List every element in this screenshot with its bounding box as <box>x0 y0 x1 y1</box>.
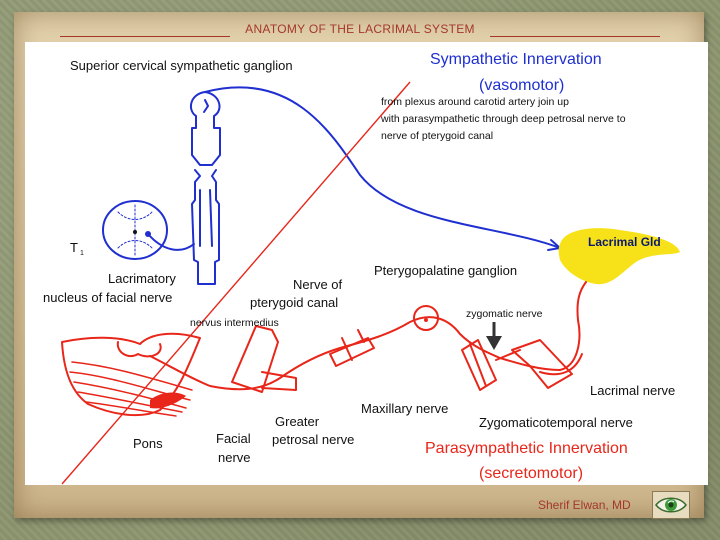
eye-logo-icon <box>652 491 690 519</box>
greater-label-1: Greater <box>275 414 320 429</box>
ganglion-inner-mark <box>203 99 209 113</box>
greater-petrosal-segment <box>261 371 297 391</box>
superior-cervical-ganglion <box>189 91 221 166</box>
maxillary-nerve-segment <box>461 339 497 391</box>
eye-logo-graphic <box>655 497 687 513</box>
sympathetic-trunk <box>191 169 220 285</box>
parasympathetic-subheading: (secretomotor) <box>479 465 583 482</box>
central-canal <box>133 230 137 234</box>
preganglionic-fibre <box>147 233 195 251</box>
sympathetic-subheading: (vasomotor) <box>479 77 564 94</box>
lacrimal-nerve-label: Lacrimal nerve <box>590 383 675 398</box>
sympathetic-note-2: with parasympathetic through deep petros… <box>380 113 626 125</box>
diagram-labels: Superior cervical sympathetic ganglion S… <box>43 51 675 482</box>
sympathetic-note-1: from plexus around carotid artery join u… <box>381 96 569 108</box>
lacrimatory-label-1: Lacrimatory <box>108 271 176 286</box>
ganglion-cell <box>424 318 428 322</box>
nerve-of-label-2: pterygoid canal <box>250 295 338 310</box>
sympathetic-heading: Sympathetic Innervation <box>430 51 602 68</box>
t1-label: T <box>70 240 78 255</box>
spinal-cord-section <box>102 200 168 260</box>
lacrimatory-nucleus <box>116 341 162 358</box>
title-rule-left <box>60 36 230 37</box>
nerve-of-label-1: Nerve of <box>293 277 343 292</box>
pons-fibres <box>69 361 193 417</box>
lacrimal-innervation-diagram: Superior cervical sympathetic ganglion S… <box>43 51 680 485</box>
sympathetic-trunk-detail <box>199 189 213 247</box>
zygomaticotemporal-segment <box>511 339 573 389</box>
pons-label: Pons <box>133 436 163 451</box>
zygomaticotemporal-label: Zygomaticotemporal nerve <box>479 415 633 430</box>
diagonal-overlay-line <box>61 81 411 485</box>
pterygoid-canal-nerve <box>329 329 375 367</box>
parasympathetic-heading: Parasympathetic Innervation <box>425 440 628 457</box>
greater-label-2: petrosal nerve <box>272 432 354 447</box>
zygomatic-pointer-head <box>486 336 502 350</box>
pons-marker <box>150 392 186 409</box>
pterygopalatine-ganglion <box>413 305 439 331</box>
zygomatic-label: zygomatic nerve <box>466 308 543 320</box>
t1-subscript: 1 <box>80 250 84 257</box>
facial-label-2: nerve <box>218 450 251 465</box>
lacrimatory-label-2: nucleus of facial nerve <box>43 290 172 305</box>
slide-title: ANATOMY OF THE LACRIMAL SYSTEM <box>245 22 475 36</box>
nervus-intermedius-label: nervus intermedius <box>190 317 279 329</box>
facial-nerve-fibre <box>149 281 587 391</box>
postganglionic-fibre <box>204 86 561 249</box>
lacrimal-gland-label: Lacrimal Gld <box>588 235 661 249</box>
title-rule-right <box>490 36 660 37</box>
pons-outline <box>61 332 201 417</box>
zygomatic-connection <box>495 349 521 361</box>
lacrimal-nerve-branch <box>539 353 583 376</box>
pterygopalatine-label: Pterygopalatine ganglion <box>374 263 517 278</box>
maxillary-label: Maxillary nerve <box>361 401 448 416</box>
parasympathetic-pathway <box>61 281 587 417</box>
geniculate-segment <box>231 325 279 393</box>
author-credit: Sherif Elwan, MD <box>538 498 631 512</box>
sympathetic-note-3: nerve of pterygoid canal <box>381 130 493 142</box>
diagram-panel: Superior cervical sympathetic ganglion S… <box>25 42 708 485</box>
superior-ganglion-label: Superior cervical sympathetic ganglion <box>70 58 293 73</box>
lacrimal-gland <box>558 228 680 285</box>
facial-label-1: Facial <box>216 431 251 446</box>
